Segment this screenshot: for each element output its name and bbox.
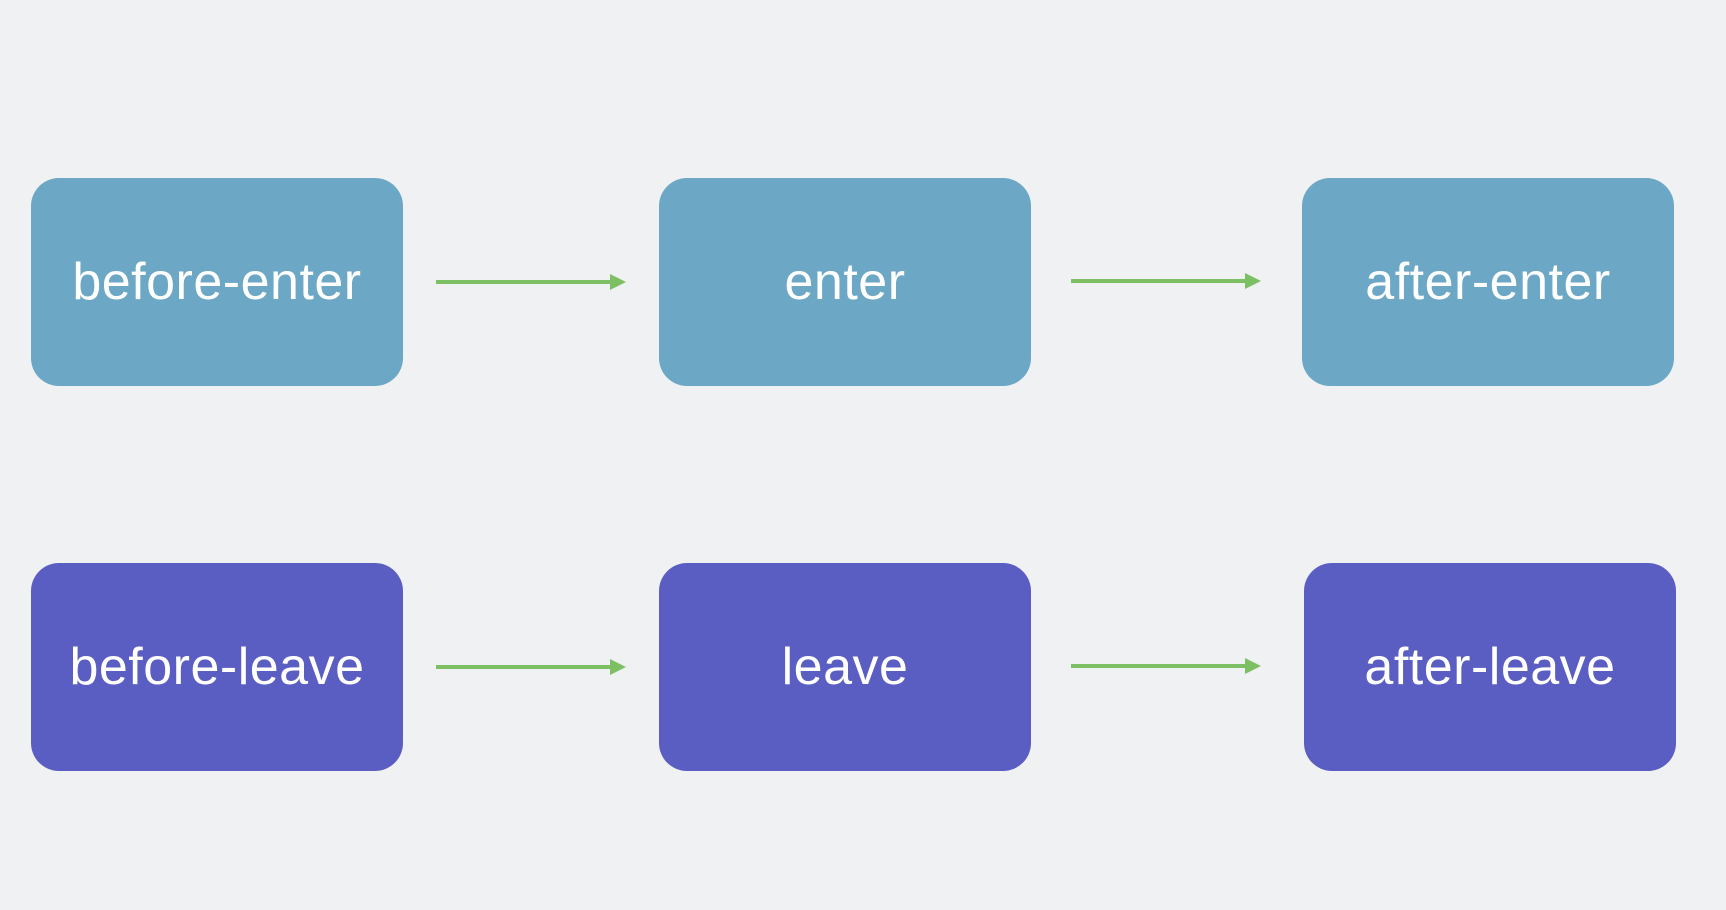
after-leave-node[interactable]: after-leave [1304, 563, 1676, 771]
after-leave-label: after-leave [1364, 638, 1616, 696]
leave-label: leave [781, 638, 909, 696]
enter-node[interactable]: enter [659, 178, 1031, 386]
before-leave-label: before-leave [69, 638, 365, 696]
arrow-before-enter-to-enter [436, 272, 626, 292]
after-enter-label: after-enter [1365, 253, 1611, 311]
arrow-before-leave-to-leave [436, 657, 626, 677]
after-enter-node[interactable]: after-enter [1302, 178, 1674, 386]
before-enter-label: before-enter [72, 253, 362, 311]
leave-node[interactable]: leave [659, 563, 1031, 771]
arrow-enter-to-after-enter [1071, 272, 1261, 292]
leave-hooks-row: before-leave leave after-leave [0, 563, 1726, 771]
enter-hooks-row: before-enter enter after-enter [0, 178, 1726, 386]
enter-label: enter [784, 253, 906, 311]
arrow-leave-to-after-leave [1071, 657, 1261, 677]
before-enter-node[interactable]: before-enter [31, 178, 403, 386]
before-leave-node[interactable]: before-leave [31, 563, 403, 771]
